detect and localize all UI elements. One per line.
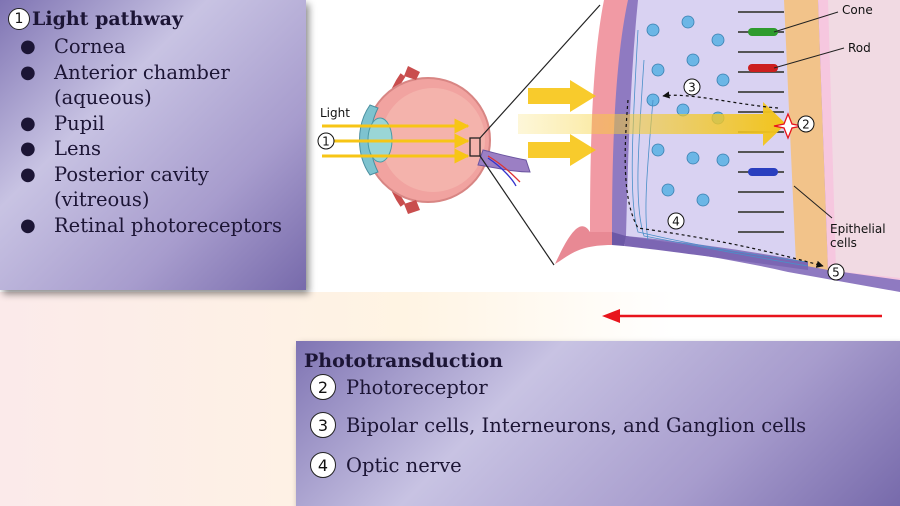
number-badge-2: 2 — [310, 374, 336, 400]
list-item: 2 Photoreceptor — [310, 374, 488, 400]
list-item: ●Lens — [20, 137, 102, 160]
marker-5-label: 5 — [832, 266, 840, 280]
eye-retina-diagram: Light 1 — [317, 0, 900, 292]
marker-5 — [827, 263, 845, 281]
light-pathway-heading: 1 Light pathway — [8, 8, 183, 30]
light-rays-retina — [528, 80, 596, 166]
marker-3 — [683, 78, 701, 96]
list-item: ●Anterior chamber (aqueous) — [20, 60, 230, 110]
photo-item-label: Photoreceptor — [346, 375, 488, 399]
light-label: Light — [320, 106, 350, 120]
light-pathway-title: Light pathway — [32, 8, 183, 30]
number-badge-3: 3 — [310, 412, 336, 438]
zoom-line-bottom — [479, 155, 555, 266]
signal-path-3 — [662, 91, 779, 109]
list-item: 4 Optic nerve — [310, 452, 462, 478]
marker-4-label: 4 — [672, 215, 680, 229]
light-beam-to-photoreceptor — [518, 102, 786, 146]
number-badge-1: 1 — [8, 8, 30, 30]
rod-label: Rod — [848, 41, 871, 55]
light-pathway-list: ●Cornea ●Anterior chamber (aqueous) ●Pup… — [16, 34, 304, 238]
green-cone — [748, 28, 778, 36]
light-pathway-panel: 1 Light pathway ●Cornea ●Anterior chambe… — [0, 0, 306, 290]
marker-1 — [317, 132, 335, 150]
marker-2 — [797, 115, 815, 133]
cone-label: Cone — [842, 3, 873, 17]
phototransduction-panel: Phototransduction 2 Photoreceptor 3 Bipo… — [296, 341, 900, 506]
marker-2-label: 2 — [802, 118, 810, 132]
list-item: ●Cornea — [20, 35, 126, 58]
epithelial-label-line2: cells — [830, 236, 857, 250]
list-item: 3 Bipolar cells, Interneurons, and Gangl… — [310, 412, 806, 438]
zoom-line-top — [479, 4, 601, 139]
list-item: ●Retinal photoreceptors — [20, 213, 282, 237]
photo-item-label: Optic nerve — [346, 453, 462, 477]
number-badge-4: 4 — [310, 452, 336, 478]
signal-direction-arrow — [602, 309, 882, 323]
signal-path-4 — [624, 99, 824, 268]
marker-1-label: 1 — [322, 135, 330, 149]
marker-4 — [667, 212, 685, 230]
red-rod — [748, 64, 778, 72]
phototransduction-title: Phototransduction — [304, 350, 503, 372]
light-rays-eye — [322, 118, 470, 164]
list-item: ●Posterior cavity (vitreous) — [20, 162, 209, 212]
marker-3-label: 3 — [688, 81, 696, 95]
activation-star — [773, 112, 803, 140]
epithelial-label-line1: Epithelial — [830, 222, 886, 236]
blue-cone — [748, 168, 778, 176]
list-item: ●Pupil — [20, 111, 105, 135]
photo-item-label: Bipolar cells, Interneurons, and Ganglio… — [346, 413, 807, 437]
